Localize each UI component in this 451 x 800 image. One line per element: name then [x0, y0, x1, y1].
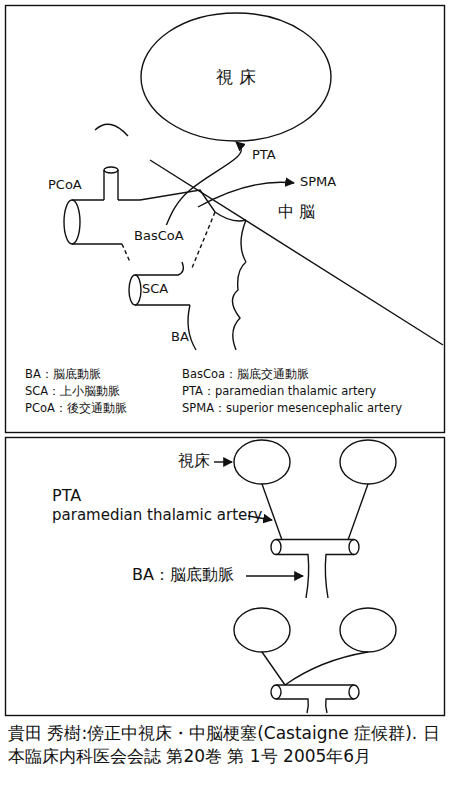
thalamus-circle [340, 608, 396, 652]
sca-vessel [135, 262, 190, 305]
vessel-name: BA [171, 330, 189, 345]
basilar-artery [349, 540, 359, 555]
region-name: 中 脳 [278, 202, 315, 221]
node-text: BasCoA [134, 228, 185, 243]
node-text: 視 床 [216, 66, 255, 89]
brain-contour [95, 124, 128, 136]
region-name: 中 脳 [278, 203, 315, 221]
basilar-artery [349, 685, 359, 699]
artery-name: PTA [52, 487, 81, 505]
pta-branch [262, 652, 368, 685]
abbreviation-key: SPMA：superior mesencephalic artery [182, 402, 402, 415]
basilar-artery [232, 220, 246, 350]
artery-name: SPMA [300, 174, 336, 189]
thalamus-circle [234, 608, 290, 652]
vessel-end [64, 200, 80, 244]
thalamus-circle [234, 440, 290, 484]
basilar-artery [271, 685, 281, 699]
leader-arrow [214, 461, 232, 462]
abbreviation-key: BA：脳底動脈 [25, 367, 101, 381]
basilar-artery [276, 540, 354, 599]
panel-frame [6, 6, 445, 433]
vessel-label-box: BasCoA [131, 225, 188, 246]
vessel-name: PCoA [48, 177, 82, 192]
vessel-wall [72, 200, 140, 244]
abbreviation-key: PTA：paramedian thalamic artery [182, 385, 376, 398]
pcoa-vessel [104, 167, 118, 173]
artery-name: SPMA [300, 175, 336, 190]
thalamus-circle [340, 440, 396, 484]
artery-arrow [166, 142, 241, 225]
ellipse-outline [141, 13, 331, 141]
artery-label: PTA [252, 147, 276, 162]
basilar-artery [188, 305, 196, 350]
midbrain-boundary [150, 160, 443, 345]
sca-vessel [129, 275, 141, 305]
artery-label: BA：脳底動脈 [132, 565, 234, 584]
bascoa-vessel [140, 190, 246, 221]
abbreviation-key: SPMA：superior mesencephalic artery [182, 401, 402, 415]
panel-frame [6, 438, 445, 716]
artery-label: PTA [250, 148, 278, 163]
structure-label: 視床 [178, 451, 210, 470]
pcoa-vessel [104, 170, 118, 200]
vessel-name: PCoA [48, 178, 82, 193]
abbreviation-key: BA：脳底動脈 [25, 368, 101, 381]
basilar-artery [271, 540, 281, 555]
pta-branch [262, 484, 368, 540]
leader-arrow [246, 575, 303, 576]
abbreviation-key: PTA：paramedian thalamic artery [182, 384, 376, 398]
abbreviation-key: PCoA：後交通動脈 [25, 401, 127, 415]
structure-label: 視床 [178, 452, 210, 470]
vessel-name: SCA [142, 281, 168, 296]
abbreviation-key: BasCoa：脳底交通動脈 [182, 368, 309, 381]
artery-name: paramedian thalamic artery [52, 506, 262, 524]
citation-caption: 貴田 秀樹:傍正中視床・中脳梗塞(Castaigne 症候群). 日本臨床内科医… [8, 723, 440, 766]
abbreviation-key: SCA：上小脳動脈 [25, 384, 120, 398]
citation-caption: 貴田 秀樹:傍正中視床・中脳梗塞(Castaigne 症候群). 日本臨床内科医… [8, 722, 440, 768]
vessel-name: SCA [142, 282, 168, 297]
basilar-artery [276, 685, 354, 713]
abbreviation-key: SCA：上小脳動脈 [25, 385, 120, 398]
abbreviation-key: PCoA：後交通動脈 [25, 402, 127, 415]
thalamus-ellipse: 視 床 [140, 12, 332, 142]
vessel-name: BA [171, 329, 189, 344]
artery-name: paramedian thalamic artery [52, 507, 262, 524]
artery-name: PTA [52, 486, 81, 505]
artery-label: BA：脳底動脈 [132, 566, 234, 584]
abbreviation-key: BasCoa：脳底交通動脈 [182, 367, 309, 381]
